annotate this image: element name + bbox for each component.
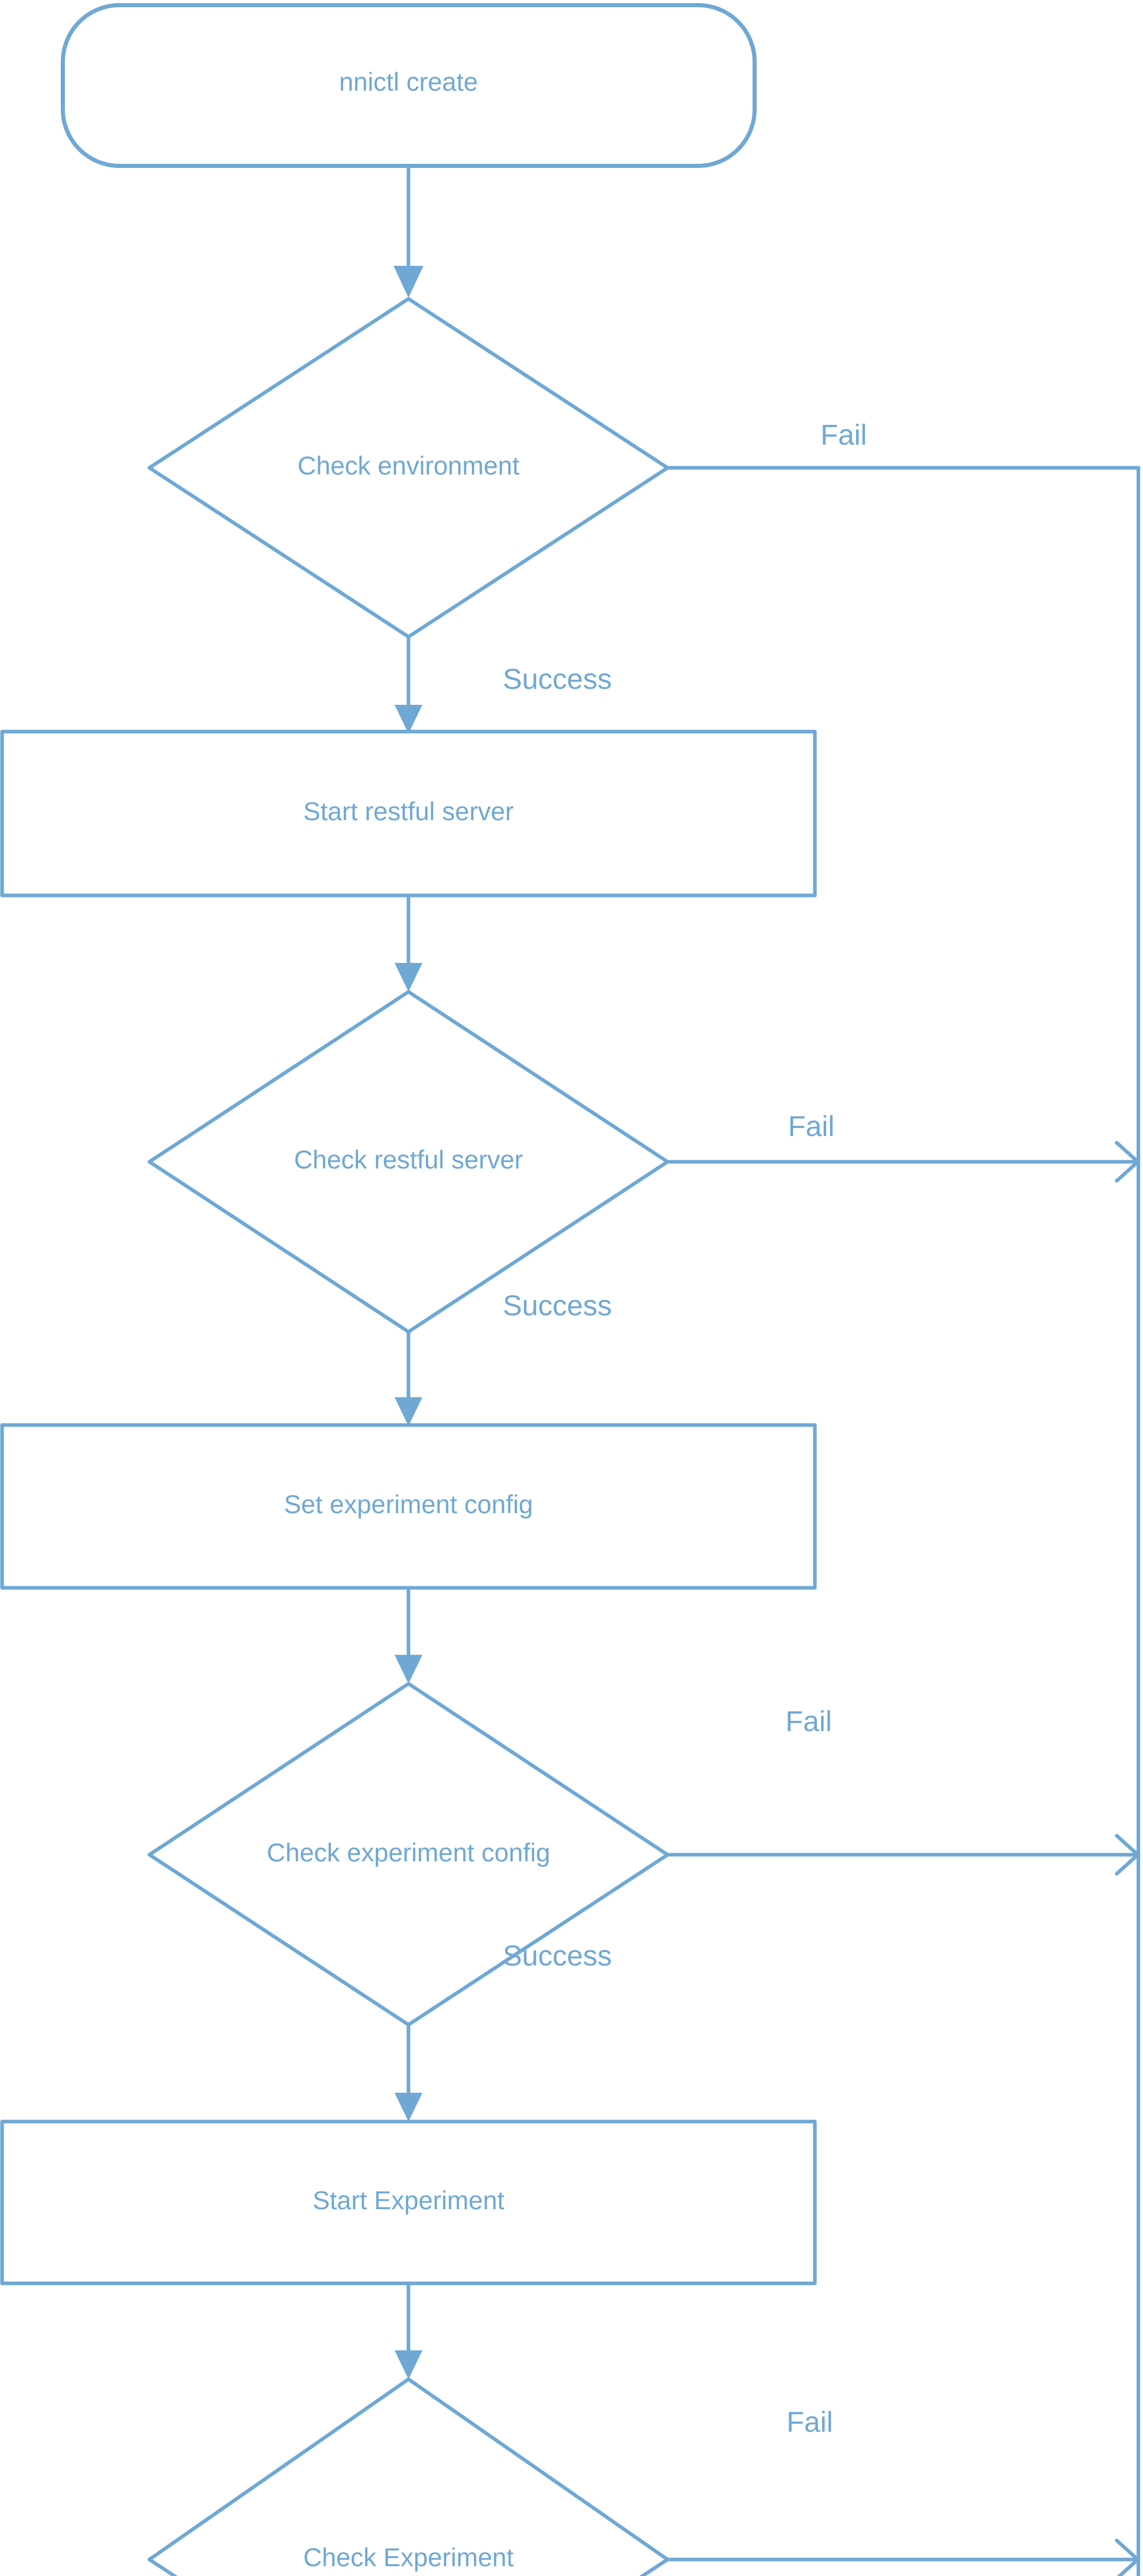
- node-check-restful-label: Check restful server: [294, 1145, 523, 1174]
- arrowhead-set-config-top: [395, 1397, 422, 1426]
- node-check-config[interactable]: [147, 1682, 670, 2027]
- node-start[interactable]: [61, 3, 757, 168]
- node-check-config-label: Check experiment config: [267, 1838, 550, 1867]
- arrowhead-check-env-top: [394, 266, 423, 298]
- arrowhead-check-experiment-top: [395, 2350, 422, 2379]
- edge-label-fail-2: Fail: [788, 1110, 834, 1142]
- node-start-experiment-label: Start Experiment: [313, 2186, 504, 2215]
- arrowhead-check-restful-fail: [1115, 1141, 1140, 1183]
- node-set-config[interactable]: [0, 1423, 817, 1590]
- edge-label-fail-4: Fail: [787, 2405, 833, 2438]
- arrowhead-start-experiment-top: [395, 2093, 422, 2122]
- node-start-label: nnictl create: [339, 67, 478, 96]
- node-start-experiment[interactable]: [0, 2120, 817, 2285]
- edge-label-success-3: Success: [503, 1939, 612, 1972]
- node-check-experiment[interactable]: [147, 2377, 670, 2576]
- arrowhead-check-config-fail: [1115, 1834, 1140, 1876]
- node-check-restful[interactable]: [147, 990, 670, 1334]
- arrowhead-check-restful-top: [395, 963, 422, 992]
- edge-label-fail-3: Fail: [786, 1705, 832, 1737]
- node-start-restful[interactable]: [0, 730, 817, 897]
- edge-check-env-fail: [668, 466, 1140, 2576]
- edge-label-fail-1: Fail: [821, 418, 867, 451]
- node-set-config-label: Set experiment config: [284, 1490, 533, 1519]
- arrowhead-check-experiment-fail: [1115, 2538, 1140, 2576]
- arrowhead-check-config-top: [395, 1655, 422, 1684]
- node-start-restful-label: Start restful server: [303, 797, 514, 826]
- edge-label-success-1: Success: [503, 663, 612, 695]
- node-check-experiment-label: Check Experiment: [303, 2543, 514, 2572]
- node-check-env-label: Check environment: [298, 451, 520, 480]
- node-check-env[interactable]: [147, 297, 670, 639]
- arrowhead-start-restful-top: [395, 705, 422, 734]
- edge-label-success-2: Success: [503, 1289, 612, 1321]
